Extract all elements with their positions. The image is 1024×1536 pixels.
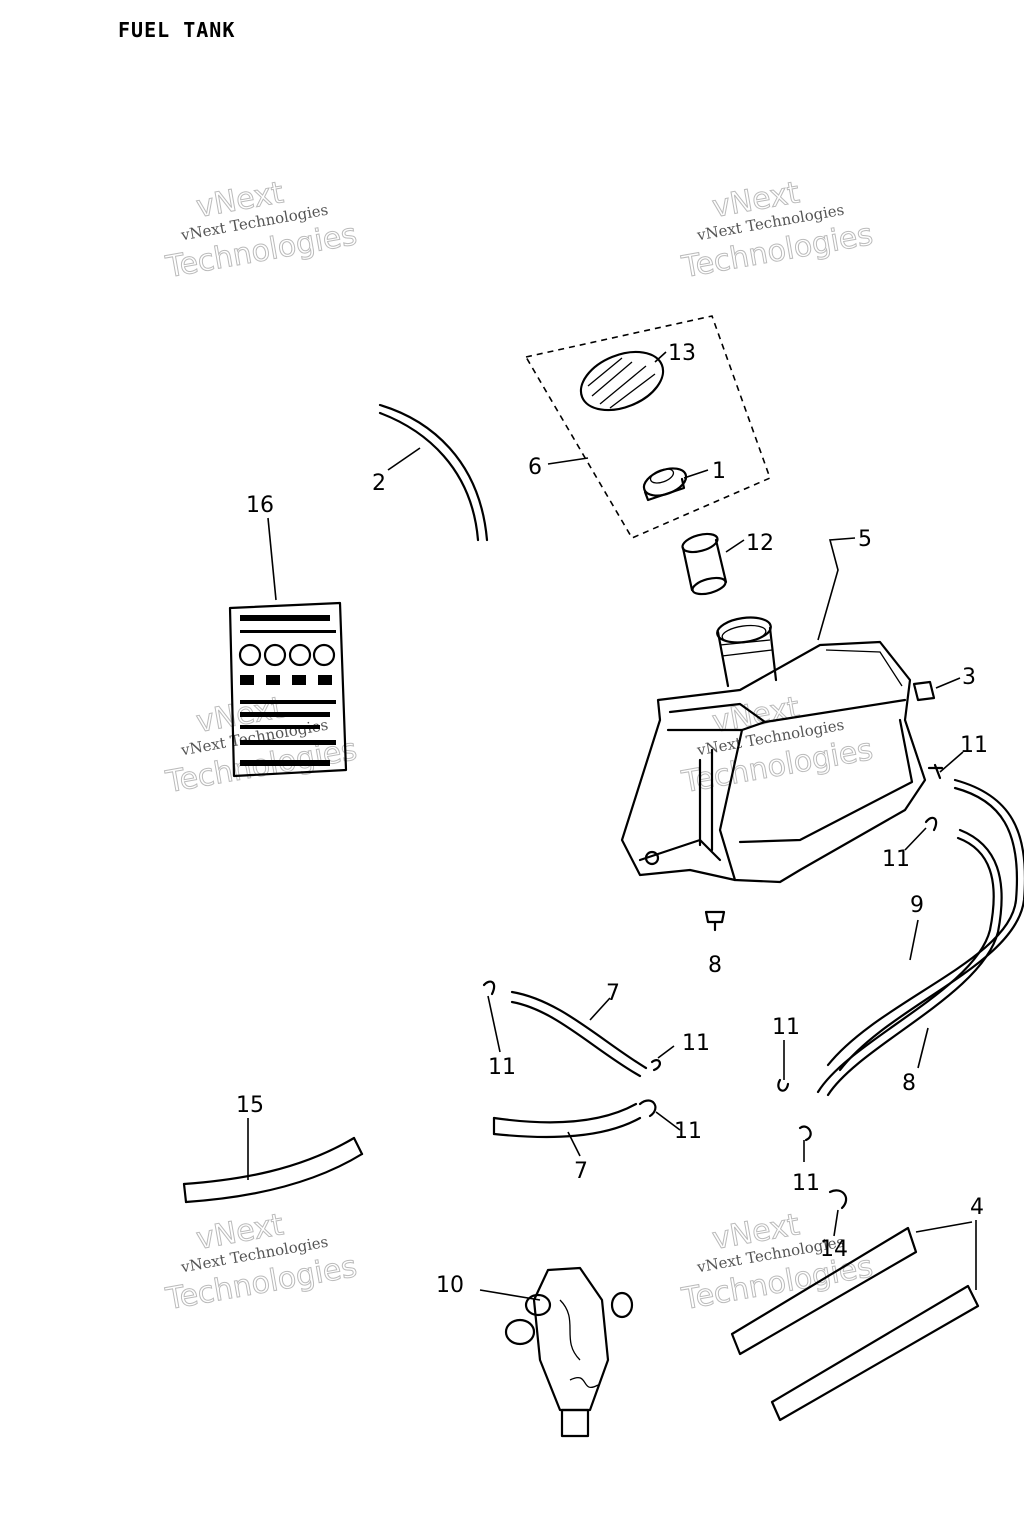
fuel-cap (642, 467, 688, 502)
callout-2: 2 (372, 471, 386, 496)
watermark-bottom-left: vNext vNext Technologies Technologies (162, 1207, 360, 1318)
fuel-hose-upper (510, 990, 648, 1078)
grommet (912, 680, 936, 702)
clip-14 (828, 1189, 848, 1210)
cap-seal (579, 350, 665, 412)
breather-hose (378, 403, 489, 542)
fuel-hose-lower (492, 1102, 642, 1139)
hose-15 (182, 1136, 364, 1204)
callout-10: 10 (436, 1273, 464, 1298)
callout-11: 11 (792, 1171, 820, 1196)
callout-11: 11 (772, 1015, 800, 1040)
fuel-tank (620, 616, 927, 884)
callout-15: 15 (236, 1093, 264, 1118)
callout-11: 11 (488, 1055, 516, 1080)
callout-13: 13 (668, 341, 696, 366)
callout-8: 8 (708, 953, 722, 978)
callout-11: 11 (882, 847, 910, 872)
callout-8: 8 (902, 1071, 916, 1096)
filler-neck (681, 532, 728, 596)
vent-hose-9 (826, 778, 1024, 1072)
callout-5: 5 (858, 527, 872, 552)
watermark-top-right: vNext vNext Technologies Technologies (678, 175, 876, 286)
callout-7: 7 (606, 981, 620, 1006)
hose-clip (482, 763, 944, 1142)
callout-12: 12 (746, 531, 774, 556)
leader-lines (247, 351, 977, 1301)
callout-3: 3 (962, 665, 976, 690)
drain-plug (704, 910, 726, 932)
cap-assembly-box (524, 315, 772, 540)
callout-labels: 13 1 6 2 12 5 16 3 11 11 9 8 7 11 11 11 … (236, 341, 988, 1298)
callout-1: 1 (712, 459, 726, 484)
page-title: FUEL TANK (118, 18, 236, 42)
vent-hose-8 (816, 828, 1003, 1097)
tank-rubber-strip (730, 1226, 980, 1422)
watermark-top-left: vNext vNext Technologies Technologies (162, 175, 360, 286)
callout-14: 14 (820, 1237, 848, 1262)
callout-9: 9 (910, 893, 924, 918)
warning-label (228, 601, 348, 778)
callout-6: 6 (528, 455, 542, 480)
watermark-mid-left: vNext vNext Technologies Technologies (162, 690, 360, 801)
callout-16: 16 (246, 493, 274, 518)
fuel-cock (504, 1266, 634, 1438)
callout-11: 11 (674, 1119, 702, 1144)
callout-11: 11 (960, 733, 988, 758)
callout-4: 4 (970, 1195, 984, 1220)
callout-11: 11 (682, 1031, 710, 1056)
callout-7: 7 (574, 1159, 588, 1184)
